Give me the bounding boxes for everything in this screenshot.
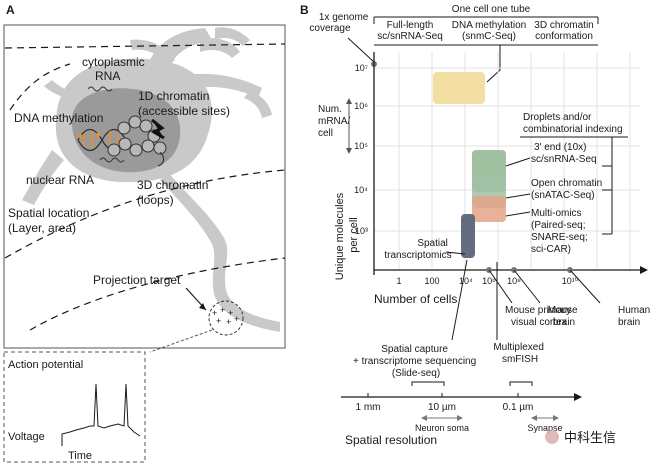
- open-chromatin-label: Open chromatin (snATAC-Seq): [531, 178, 605, 201]
- chart-grid: [374, 52, 640, 270]
- slide-seq-range: [411, 381, 445, 386]
- svg-text:1 mm: 1 mm: [356, 402, 381, 413]
- watermark-text: 中科生信: [564, 430, 616, 445]
- svg-text:+: +: [226, 317, 231, 327]
- human-brain-label: Human brain: [618, 305, 650, 328]
- y-tick-label: 10³: [355, 226, 368, 236]
- svg-text:0.1 µm: 0.1 µm: [503, 402, 534, 413]
- chromatin-1d-label: 1D chromatin (accessible sites): [138, 89, 230, 118]
- x-tick-label: 10⁸: [507, 276, 521, 286]
- x-tick-label: 10⁴: [459, 276, 473, 286]
- svg-text:+: +: [220, 305, 225, 315]
- y-tick-label: 10⁴: [354, 185, 368, 195]
- chromatin-loop-icon: [157, 151, 165, 167]
- projection-arrowhead: [199, 303, 206, 310]
- synapse-label: Synapse: [527, 423, 562, 433]
- neuron-soma-label: Neuron soma: [415, 423, 469, 433]
- spatial-capture-label: Spatial capture + transcriptome sequenci…: [353, 344, 479, 379]
- chart-boxes: [433, 72, 506, 258]
- spatial-location-label: Spatial location (Layer, area): [8, 206, 93, 235]
- svg-text:+: +: [216, 316, 221, 326]
- accessible-site-icon: [150, 118, 165, 140]
- cytoplasmic-rna-label: cytoplasmic RNA: [82, 55, 148, 83]
- panel-a: A: [3, 3, 286, 463]
- chromatin-3d-label: 3D chromatin (loops): [137, 178, 212, 207]
- action-potential-label: Action potential: [8, 359, 83, 371]
- droplets-label: Droplets and/or combinatorial indexing: [523, 112, 623, 135]
- sc-rna-label: 3' end (10x) sc/snRNA-Seq: [531, 142, 597, 165]
- y-tick-labels: 10⁷ 10⁶ 10⁵ 10⁴ 10³: [354, 63, 368, 236]
- nuclear-rna-squiggle: [99, 157, 125, 163]
- y-tick-label: 10⁷: [355, 63, 368, 73]
- y-tick-label: 10⁵: [354, 141, 368, 151]
- svg-text:+: +: [212, 308, 217, 318]
- mouse-brain-label: Mouse brain: [548, 305, 581, 328]
- panel-b-label: B: [300, 3, 309, 17]
- y-axis-label: Unique molecules per cell: [334, 190, 360, 281]
- synapse-circle: [208, 300, 244, 336]
- spatial-transcriptomics-box: [461, 214, 475, 258]
- layer-boundaries: [4, 43, 286, 331]
- spatial-resolution-label: Spatial resolution: [345, 433, 437, 447]
- x-tick-label: 10¹⁰: [562, 276, 579, 286]
- panel-a-label: A: [6, 3, 15, 17]
- x-tick-labels: 1 100 10⁴ 10⁶ 10⁸ 10¹⁰: [396, 276, 578, 286]
- full-length-box: [433, 72, 485, 104]
- voltage-label: Voltage: [8, 431, 45, 443]
- category-dna-methylation: DNA methylation(snmC-Seq): [452, 20, 526, 42]
- svg-text:+: +: [228, 308, 233, 318]
- projection-target-label: Projection target: [93, 273, 181, 287]
- multiplexed-label: Multiplexed smFISH: [493, 342, 546, 365]
- num-mrna-label: Num. mRNA/ cell: [318, 104, 353, 139]
- multi-omics-box: [472, 196, 506, 222]
- svg-text:+: +: [234, 314, 239, 324]
- multi-omics-label: Multi-omics (Paired-seq; SNARE-seq; sci-…: [531, 208, 590, 255]
- panel-a-frame: [3, 24, 286, 349]
- dna-methylation-label: DNA methylation: [14, 111, 103, 125]
- mouse-visual-cortex-label: Mouse primary visual cortex: [505, 305, 574, 328]
- resolution-ticks: 1 mm 10 µm 0.1 µm: [356, 402, 534, 413]
- inset-connector: [149, 329, 213, 353]
- axon: [160, 172, 280, 332]
- x-axis-arrowhead: [640, 266, 648, 274]
- x-tick-label: 10⁶: [482, 276, 496, 286]
- category-pointer: [486, 45, 501, 83]
- spatial-transcriptomics-label: Spatial transcriptomics: [384, 238, 451, 261]
- watermark-logo-icon: [545, 430, 559, 444]
- smfish-range: [509, 381, 533, 386]
- synapse-plus-marks: +++ +++: [212, 305, 239, 327]
- x-axis-label: Number of cells: [374, 292, 457, 306]
- y-tick-label: 10⁶: [354, 101, 368, 111]
- time-label: Time: [68, 450, 92, 462]
- genome-coverage-label: 1x genome coverage: [309, 12, 371, 34]
- action-potential-inset: [3, 351, 146, 463]
- nuclear-rna-label: nuclear RNA: [26, 173, 94, 187]
- voltage-trace: [61, 383, 141, 446]
- svg-text:10 µm: 10 µm: [428, 402, 456, 413]
- x-tick-label: 100: [424, 276, 439, 286]
- one-cell-one-tube-label: One cell one tube: [452, 4, 531, 15]
- x-tick-label: 1: [396, 276, 401, 286]
- cytoplasmic-rna-squiggle: [87, 86, 113, 92]
